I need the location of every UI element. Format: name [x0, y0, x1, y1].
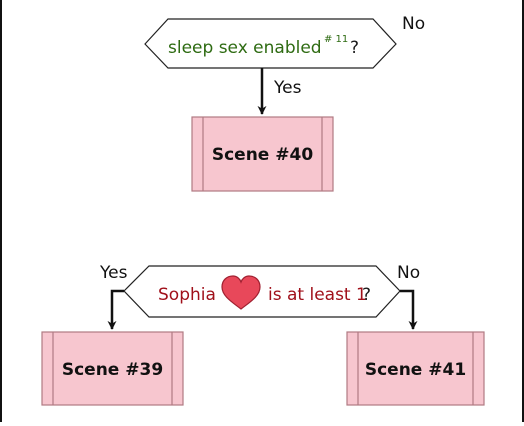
scene-39-label: Scene #39	[62, 360, 163, 380]
decision-top-ref: # 11	[324, 34, 348, 45]
decision-top-no-label: No	[402, 14, 425, 34]
decision-top-suffix: ?	[350, 38, 359, 58]
decision-top-yes-label: Yes	[273, 78, 302, 98]
scene-40-rect	[191, 116, 334, 192]
decision-top-shape	[144, 18, 397, 69]
decision-bottom-subject: Sophia	[158, 285, 216, 305]
scene-41-label: Scene #41	[365, 360, 466, 380]
scene-41-box[interactable]: Scene #41	[346, 331, 485, 406]
heart-icon	[221, 275, 261, 310]
decision-top-condition: sleep sex enabled	[168, 38, 322, 58]
connector-bottom-no	[400, 289, 418, 330]
scene-40-box[interactable]: Scene #40	[191, 116, 334, 192]
scene-39-box[interactable]: Scene #39	[41, 331, 184, 406]
decision-bottom[interactable]: Sophia is at least 1 ?	[123, 265, 401, 318]
decision-bottom-suffix: ?	[362, 285, 371, 305]
decision-bottom-yes-label: Yes	[99, 263, 128, 283]
decision-bottom-condition: is at least 1	[268, 285, 367, 305]
decision-bottom-no-label: No	[397, 263, 420, 283]
scene-39-rect	[41, 331, 184, 406]
scene-40-label: Scene #40	[212, 145, 313, 165]
connector-bottom-yes	[107, 289, 124, 330]
scene-41-rect	[346, 331, 485, 406]
decision-top[interactable]: sleep sex enabled # 11 ?	[144, 18, 397, 69]
